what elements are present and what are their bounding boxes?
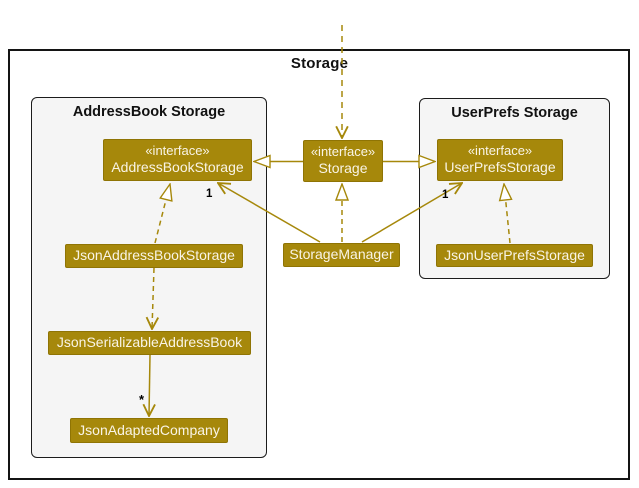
multiplicity-left-one: 1 (206, 188, 213, 200)
multiplicity-star: * (139, 392, 145, 407)
class-storagemanager: StorageManager (283, 243, 400, 267)
class-jsonserializableaddressbook: JsonSerializableAddressBook (48, 331, 251, 355)
class-jsonserializableaddressbook-name: JsonSerializableAddressBook (56, 334, 243, 351)
class-addressbookstorage: «interface» AddressBookStorage (103, 139, 252, 181)
container-addressbook-storage-title: AddressBook Storage (72, 104, 226, 120)
container-userprefs-storage-title: UserPrefs Storage (451, 105, 578, 121)
class-storagemanager-name: StorageManager (289, 246, 394, 263)
class-jsonadaptedcompany: JsonAdaptedCompany (70, 418, 228, 443)
class-userprefsstorage: «interface» UserPrefsStorage (437, 139, 563, 181)
class-addressbookstorage-name: AddressBookStorage (111, 159, 244, 176)
class-jsonadaptedcompany-name: JsonAdaptedCompany (78, 421, 220, 438)
class-jsonaddressbookstorage: JsonAddressBookStorage (65, 244, 243, 268)
class-userprefsstorage-stereotype: «interface» (467, 143, 533, 159)
class-jsonuserprefsstorage-name: JsonUserPrefsStorage (444, 246, 585, 263)
class-storage-name: Storage (318, 160, 368, 177)
class-addressbookstorage-stereotype: «interface» (145, 143, 210, 159)
class-storage: «interface» Storage (303, 140, 383, 182)
multiplicity-right-one: 1 (442, 189, 449, 201)
class-jsonuserprefsstorage: JsonUserPrefsStorage (436, 244, 593, 267)
class-storage-stereotype: «interface» (310, 144, 376, 160)
frame-title: Storage (290, 55, 349, 72)
class-userprefsstorage-name: UserPrefsStorage (444, 159, 556, 176)
class-jsonaddressbookstorage-name: JsonAddressBookStorage (73, 247, 235, 264)
